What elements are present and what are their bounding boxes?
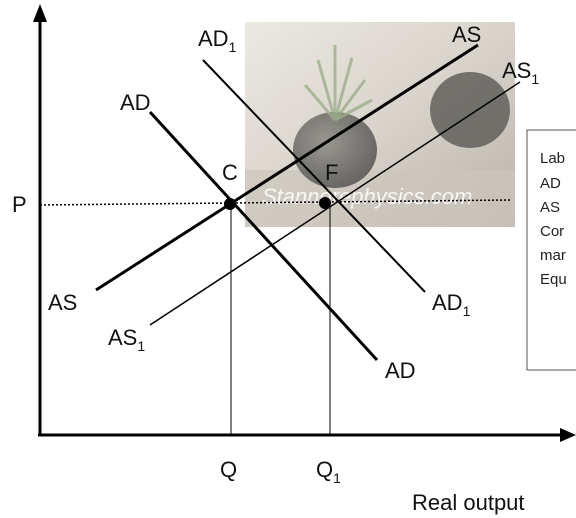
ad1-curve: [202, 59, 426, 293]
ad-curve: [148, 110, 379, 362]
legend-line-3: AS: [540, 199, 560, 216]
legend-line-6: Equ: [540, 271, 567, 288]
x-axis-label: Real output: [412, 490, 525, 515]
q1-tick-label: Q1: [316, 457, 341, 486]
legend-line-4: Cor: [540, 223, 564, 240]
legend-box: Lab AD AS Cor mar Equ: [526, 129, 576, 371]
legend-line-2: AD: [540, 175, 561, 192]
as-label-top: AS: [452, 22, 481, 47]
as1-curve: [149, 81, 521, 326]
ad1-label-right: AD1: [432, 290, 471, 319]
y-axis-label: P: [12, 192, 27, 217]
as1-label-top: AS1: [502, 58, 539, 87]
legend-line-5: mar: [540, 247, 566, 264]
ad-label-top: AD: [120, 90, 151, 115]
watermark-photo: Stannorephysics.com: [245, 22, 515, 227]
as1-label-left: AS1: [108, 325, 145, 354]
as-curve: [95, 43, 479, 292]
watermark-text: Stannorephysics.com: [262, 184, 472, 209]
point-f-label: F: [325, 160, 338, 185]
point-f-marker: [319, 197, 331, 209]
axes: [38, 20, 568, 437]
x-axis-arrow-icon: [560, 428, 576, 442]
point-c-label: C: [222, 160, 238, 185]
q-tick-label: Q: [220, 457, 237, 482]
ad-label-bottom: AD: [385, 358, 416, 383]
ad1-label-top: AD1: [198, 26, 237, 55]
legend-line-1: Lab: [540, 150, 565, 167]
as-label-left: AS: [48, 290, 77, 315]
point-c-marker: [224, 198, 236, 210]
y-axis-arrow-icon: [33, 4, 47, 22]
